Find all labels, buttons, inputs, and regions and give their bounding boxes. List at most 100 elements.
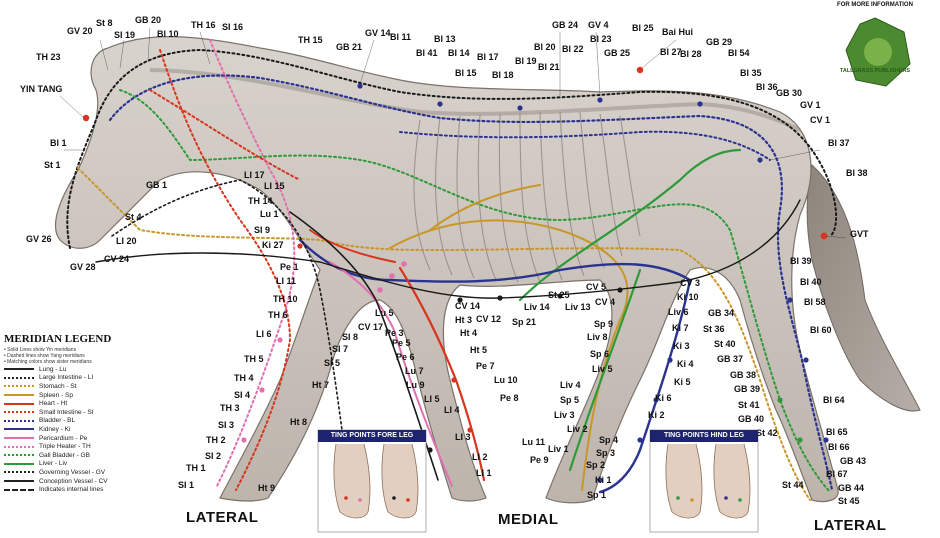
legend-swatch	[4, 376, 34, 379]
point-label: Bl 66	[828, 442, 850, 452]
point-label: Ki 6	[655, 393, 672, 403]
point-label: Ki 27	[262, 240, 284, 250]
logo-text: TALLGRASS PUBLISHERS	[839, 68, 911, 74]
point-label: Bl 18	[492, 70, 514, 80]
point-label: Bl 60	[810, 325, 832, 335]
heading-lateral-right: LATERAL	[814, 517, 886, 534]
publisher-logo	[845, 17, 911, 87]
legend-swatch	[4, 454, 34, 457]
point-label: TH 15	[298, 35, 323, 45]
legend-label: Kidney - Ki	[39, 425, 71, 433]
point-label: GB 34	[708, 308, 734, 318]
point-label: Bl 39	[790, 256, 812, 266]
point-label: Sp 1	[587, 490, 606, 500]
horse-tail	[806, 164, 921, 412]
legend-swatch	[4, 402, 34, 405]
point-label: St 1	[44, 160, 61, 170]
point-label: GV 26	[26, 234, 52, 244]
legend-item: Liver - Liv	[4, 460, 154, 469]
point-label: GB 21	[336, 42, 362, 52]
point-label: GB 1	[146, 180, 167, 190]
point-label: LI 20	[116, 236, 137, 246]
legend-swatch	[4, 445, 34, 448]
point-label: St 41	[738, 400, 760, 410]
point-label: Bl 19	[515, 56, 537, 66]
point-label: Bl 36	[756, 82, 778, 92]
point-label: TH 14	[248, 196, 273, 206]
point-label: GV 4	[588, 20, 609, 30]
point-label: Ht 3	[455, 315, 472, 325]
legend-swatch	[4, 480, 34, 483]
point-label: GV 1	[800, 100, 821, 110]
legend-item: Pericardium - Pe	[4, 434, 154, 443]
legend-swatch	[4, 462, 34, 465]
legend-swatch	[4, 385, 34, 388]
point-label: Bl 11	[390, 32, 411, 42]
point-label: St 8	[96, 18, 113, 28]
point-label: GB 38	[730, 370, 756, 380]
point-label: Bl 20	[534, 42, 556, 52]
legend-label: Gall Bladder - GB	[39, 451, 90, 459]
point-label: Liv 13	[565, 302, 591, 312]
point-label: Liv 3	[554, 410, 575, 420]
heading-lateral-left: LATERAL	[186, 509, 258, 526]
point-label: Sp 3	[596, 448, 615, 458]
legend-swatch	[4, 471, 34, 474]
point-label: St 44	[782, 480, 804, 490]
legend-item: Governing Vessel - GV	[4, 468, 154, 477]
legend-label: Heart - Ht	[39, 400, 68, 408]
point-label: Sp 5	[560, 395, 579, 405]
point-label: Ki 5	[674, 377, 691, 387]
point-label: Ki 3	[673, 341, 690, 351]
point-label: CV 12	[476, 314, 501, 324]
point-label: TH 23	[36, 52, 61, 62]
point-label: CV 4	[595, 297, 615, 307]
point-label: LI 2	[472, 452, 488, 462]
point-label: TH 6	[268, 310, 288, 320]
point-label: GB 30	[776, 88, 802, 98]
point-label: St 36	[703, 324, 725, 334]
point-label: Liv 6	[668, 307, 689, 317]
legend-swatch	[4, 394, 34, 397]
point-label: CV 1	[810, 115, 830, 125]
point-label: SI 16	[222, 22, 243, 32]
point-label: TH 5	[244, 354, 264, 364]
point-label: GB 37	[717, 354, 743, 364]
point-label: Lu 5	[375, 308, 394, 318]
point-label: Pe 5	[392, 338, 411, 348]
legend-swatch	[4, 428, 34, 431]
point-label: Pe 8	[500, 393, 519, 403]
point-label: CV 5	[586, 282, 606, 292]
legend-item: Conception Vessel - CV	[4, 477, 154, 486]
point-label: GB 20	[135, 15, 161, 25]
point-label: GVT	[850, 229, 869, 239]
contact-heading: FOR MORE INFORMATION	[837, 2, 913, 8]
point-label: SI 7	[332, 344, 348, 354]
point-label: Bl 23	[590, 34, 612, 44]
point-label: Bl 15	[455, 68, 477, 78]
point-label: Pe 3	[385, 328, 404, 338]
point-label: Bl 25	[632, 23, 654, 33]
point-label: Liv 1	[548, 444, 569, 454]
point-label: SI 3	[218, 420, 234, 430]
legend-note-2: • Matching colors show sister meridians	[4, 359, 92, 365]
legend-item: Triple Heater - TH	[4, 442, 154, 451]
point-label: GB 44	[838, 483, 864, 493]
legend-item: Indicates internal lines	[4, 485, 154, 494]
point-label: CV 17	[358, 322, 383, 332]
point-label: SI 19	[114, 30, 135, 40]
point-label: TH 3	[220, 403, 240, 413]
point-label: Bai Hui	[662, 27, 693, 37]
legend-item: Stomach - St	[4, 382, 154, 391]
point-label: SI 1	[178, 480, 194, 490]
point-label: Bl 64	[823, 395, 845, 405]
point-label: GV 14	[365, 28, 391, 38]
point-label: TH 10	[273, 294, 298, 304]
ting-fore-box	[317, 429, 427, 533]
ting-hind-box	[649, 429, 759, 533]
point-label: St 4	[125, 212, 142, 222]
point-label: GV 28	[70, 262, 96, 272]
legend-label: Stomach - St	[39, 382, 77, 390]
